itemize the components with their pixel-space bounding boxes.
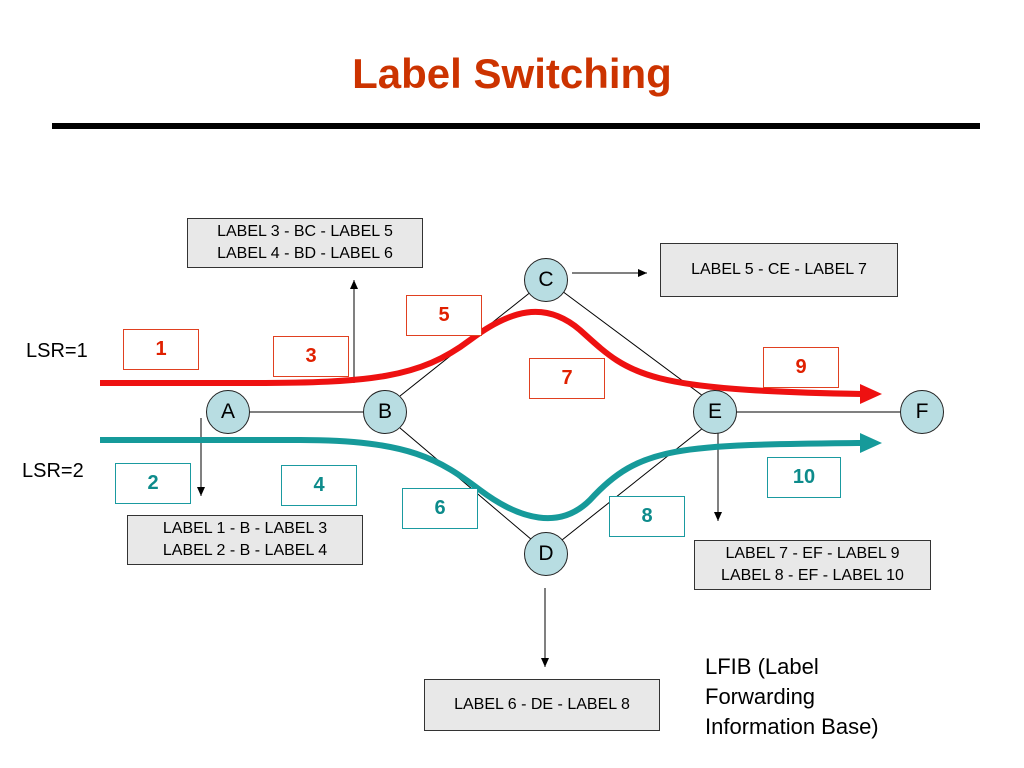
label-table-a: LABEL 1 - B - LABEL 3 LABEL 2 - B - LABE…	[127, 515, 363, 565]
label-table-b-row: LABEL 3 - BC - LABEL 5	[217, 223, 393, 240]
label-table-c-row: LABEL 5 - CE - LABEL 7	[691, 261, 867, 278]
label-table-c: LABEL 5 - CE - LABEL 7	[660, 243, 898, 297]
label-number-5: 5	[406, 295, 482, 336]
label-number-7: 7	[529, 358, 605, 399]
label-table-d: LABEL 6 - DE - LABEL 8	[424, 679, 660, 731]
link-c-e	[561, 290, 704, 397]
label-number-2: 2	[115, 463, 191, 504]
label-number-1: 1	[123, 329, 199, 370]
label-number-9: 9	[763, 347, 839, 388]
label-table-e-row: LABEL 8 - EF - LABEL 10	[721, 567, 904, 584]
label-table-e: LABEL 7 - EF - LABEL 9 LABEL 8 - EF - LA…	[694, 540, 931, 590]
lfib-caption: LFIB (Label Forwarding Information Base)	[705, 654, 879, 739]
node-b: B	[363, 390, 407, 434]
link-d-e	[561, 427, 704, 541]
label-number-6: 6	[402, 488, 478, 529]
node-f: F	[900, 390, 944, 434]
node-c: C	[524, 258, 568, 302]
label-table-b-row: LABEL 4 - BD - LABEL 6	[217, 245, 393, 262]
link-b-d	[399, 427, 533, 541]
label-table-d-row: LABEL 6 - DE - LABEL 8	[454, 696, 630, 713]
label-number-8: 8	[609, 496, 685, 537]
lsp-red-path	[100, 308, 863, 397]
node-d: D	[524, 532, 568, 576]
label-number-3: 3	[273, 336, 349, 377]
title-divider	[52, 123, 980, 129]
label-table-a-row: LABEL 2 - B - LABEL 4	[162, 542, 328, 559]
page-title: Label Switching	[352, 50, 672, 97]
label-table-b: LABEL 3 - BC - LABEL 5 LABEL 4 - BD - LA…	[187, 218, 423, 268]
label-number-4: 4	[281, 465, 357, 506]
node-e: E	[693, 390, 737, 434]
label-table-a-row: LABEL 1 - B - LABEL 3	[162, 520, 328, 537]
label-table-e-row: LABEL 7 - EF - LABEL 9	[725, 545, 900, 562]
lsp-teal-path	[100, 437, 863, 522]
lsp-teal-arrowhead	[860, 433, 882, 453]
lsr-2-label: LSR=2	[22, 460, 84, 482]
lsr-1-label: LSR=1	[26, 340, 88, 362]
node-a: A	[206, 390, 250, 434]
label-number-10: 10	[767, 457, 841, 498]
lsp-red-arrowhead	[860, 384, 882, 404]
